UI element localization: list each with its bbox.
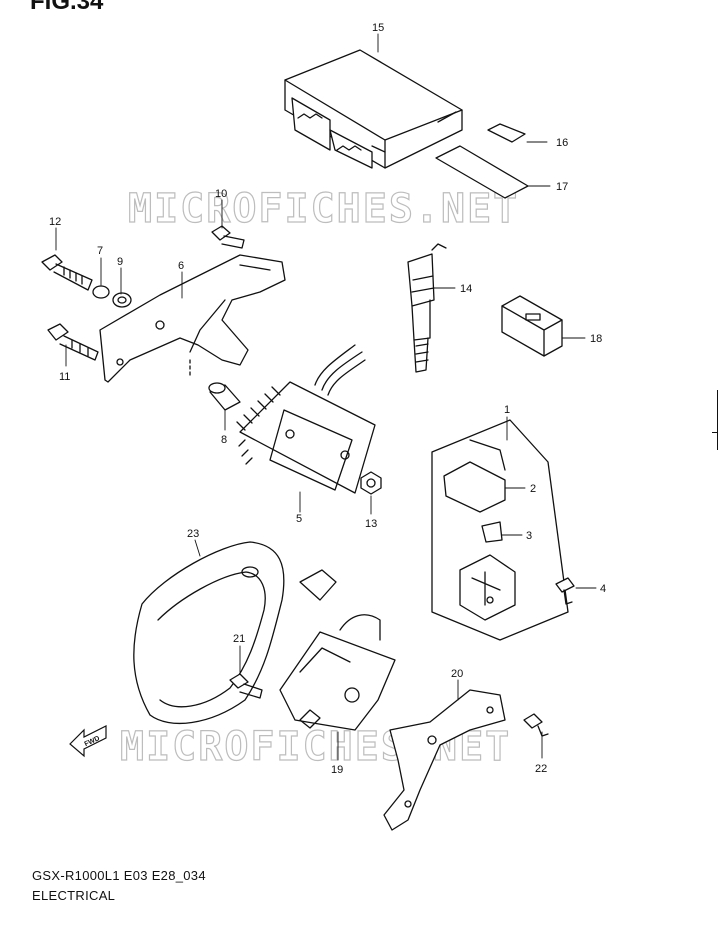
part-label-12: 12 [49,216,61,228]
part-label-11: 11 [59,371,70,383]
bolt-21-drawing [229,673,263,699]
part-label-9: 9 [117,256,123,268]
washer-7-drawing [92,285,110,299]
regulator-drawing [236,344,376,494]
model-code-caption: GSX-R1000L1 E03 E28_034 [32,868,206,883]
part-label-15: 15 [372,22,384,34]
relay-18-drawing [501,295,563,357]
watermark-bottom: MICROFICHES.NET [120,724,511,770]
bracket-drawing [99,254,286,383]
part-label-19: 19 [331,764,343,776]
part-label-8: 8 [221,434,227,446]
part-label-22: 22 [535,763,547,775]
ecm-unit-drawing [284,49,463,169]
leader-lines [55,33,597,761]
part-label-23: 23 [187,528,199,540]
sensor-14-drawing [407,243,447,373]
part-label-18: 18 [590,333,602,345]
bolt-12-drawing [41,254,93,291]
page-edge-tick [712,432,718,433]
part-label-3: 3 [526,530,532,542]
cover-23-drawing [133,541,285,725]
screw-4-drawing [555,577,575,605]
switch-19-drawing [279,569,396,731]
part-label-4: 4 [600,583,606,595]
part-label-7: 7 [97,245,103,257]
pad-small-drawing [487,123,526,143]
nut-13-drawing [360,471,382,495]
part-label-20: 20 [451,668,463,680]
section-caption: ELECTRICAL [32,888,116,903]
bolt-11-drawing [47,323,99,361]
part-label-1: 1 [504,404,510,416]
fuse-box-group-drawing [431,419,569,641]
stay-20-drawing [383,689,506,831]
collar-9-drawing [112,292,132,308]
part-label-16: 16 [556,137,568,149]
part-label-13: 13 [365,518,377,530]
part-label-6: 6 [178,260,184,272]
part-label-21: 21 [233,633,245,645]
part-label-17: 17 [556,181,568,193]
bolt-10-drawing [211,225,245,249]
part-label-2: 2 [530,483,536,495]
part-label-14: 14 [460,283,472,295]
part-label-10: 10 [215,188,227,200]
part-label-5: 5 [296,513,302,525]
part-labels: 15 16 17 10 12 7 9 6 14 18 11 1 8 2 5 13… [49,22,606,776]
watermark-top: MICROFICHES.NET [128,186,519,232]
figure-title: FIG.34 [30,0,104,15]
screw-22-drawing [523,713,549,737]
fwd-arrow: FWD [69,725,107,758]
cushion-8-drawing [189,359,241,411]
